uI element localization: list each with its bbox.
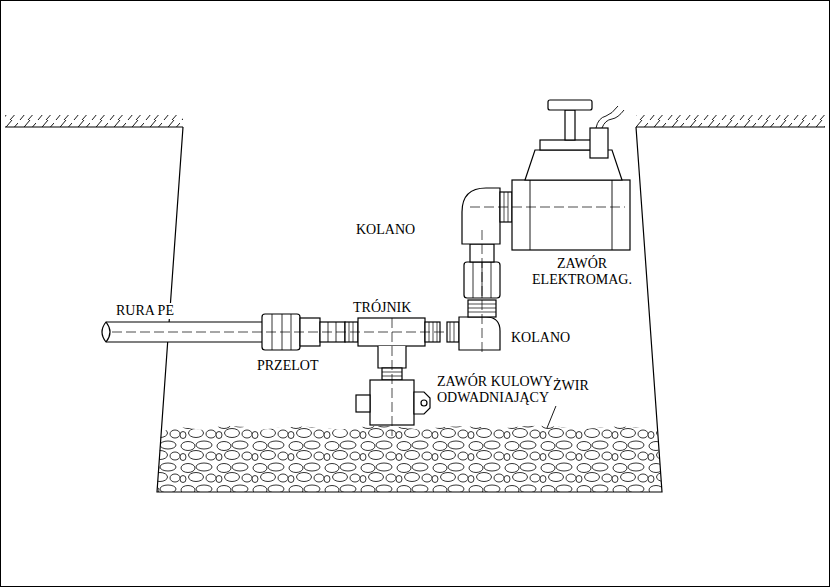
gravel [157,426,662,492]
part-label: ŻWIR [552,378,590,394]
part-label: PRZELOT [256,358,319,374]
part-label: KOLANO [355,222,416,238]
part-label: RURA PE [115,303,175,319]
pit-outline [157,127,662,492]
ground [5,115,825,127]
part-label: ZAWÓR ELEKTROMAG. [522,256,642,288]
part-label: TRÓJNIK [352,300,412,316]
part-label: KOLANO [510,330,571,346]
center-lines [112,207,625,436]
